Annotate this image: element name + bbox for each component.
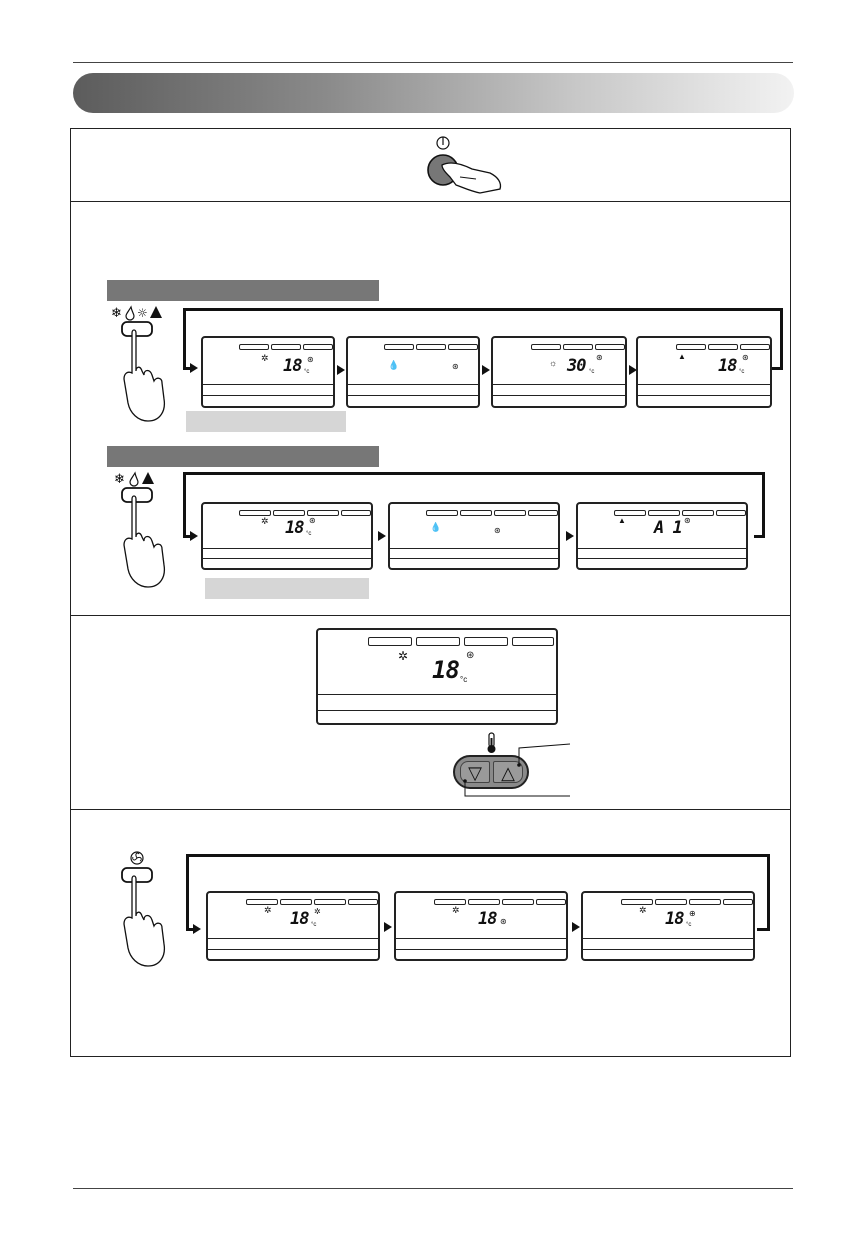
loop-left-cap-1 [183,367,191,370]
loop-right-cap-3 [757,928,770,931]
loop-arrow-2 [190,531,198,541]
fan-button-illustration [108,850,168,970]
mode-button-illustration-2: ❄ [108,469,168,591]
loop-right-1 [780,308,783,370]
lcd-temp: A 1 [654,518,683,538]
lcd-panel-temperature: ✲ 18 °c ⊛ [316,628,558,725]
thermometer-icon [486,732,498,754]
loop-left-cap-2 [183,535,191,538]
fan-speed-button-icon [121,851,166,967]
loop-arrow-3 [193,924,201,934]
row1-arrow-3 [629,365,637,375]
row2-arrow-2 [566,531,574,541]
lcd-panel-fan-high: ✲ 18 °c ⊕ [581,891,755,961]
temp-callout-lines [463,743,571,797]
lcd-temp: 18 [290,909,310,929]
lcd-temp: 18 [718,356,738,376]
lcd-panel-dry: 💧 ⊛ [346,336,480,408]
model-label-bar-1 [107,280,379,301]
lcd-panel-cool-2: ✲ 18 °c ⊛ [201,502,373,570]
loop-right-cap-1 [772,367,783,370]
svg-text:❄: ❄ [114,472,125,487]
label-bar-1 [186,411,346,432]
model-label-bar-2 [107,446,379,467]
divider-1 [71,201,790,202]
loop-right-2 [762,472,765,538]
loop-left-2 [183,472,186,538]
svg-text:❄: ❄ [111,306,122,321]
temp-down-button[interactable]: ▽ [460,761,490,783]
loop-right-cap-2 [754,535,765,538]
lcd-panel-dry-2: 💧 ⊛ [388,502,560,570]
temperature-rocker-button: ▽ △ [453,755,529,789]
lcd-temp: 18 [478,909,498,929]
divider-2 [71,615,790,616]
lcd-temp: 18 [665,909,685,929]
instruction-frame [70,128,791,1057]
row2-arrow-1 [378,531,386,541]
lcd-panel-auto-2: ▲ A 1 ⊛ [576,502,748,570]
loop-top-2 [183,472,765,475]
power-button-illustration [420,133,510,194]
loop-left-cap-3 [186,928,194,931]
lcd-panel-auto: ▲ 18 °c ⊛ [636,336,772,408]
lcd-panel-heat: ☼ 30 °c ⊛ [491,336,627,408]
lcd-panel-fan-med: ✲ 18 ⊛ [394,891,568,961]
row1-arrow-1 [337,365,345,375]
mode-button-illustration-1: ❄ ☼ [108,303,168,425]
power-button-icon [427,136,502,194]
row1-arrow-2 [482,365,490,375]
lcd-panel-cool-1: ✲ 18 °c ⊛ [201,336,335,408]
mode-button-icon: ❄ ☼ [111,305,166,422]
loop-left-3 [186,854,189,931]
lcd-temp: 18 [283,356,303,376]
loop-top-3 [186,854,770,857]
lcd-temp: 18 [432,656,460,684]
svg-text:☼: ☼ [137,306,148,320]
mode-button-icon: ❄ [114,471,166,588]
row3-arrow-2 [572,922,580,932]
loop-arrow-1 [190,363,198,373]
temp-up-button[interactable]: △ [493,761,523,783]
section-title-banner [73,73,794,113]
label-bar-2 [205,578,369,599]
lcd-temp: 18 [285,518,305,538]
top-rule [73,62,793,63]
lcd-temp: 30 [567,356,587,376]
lcd-panel-fan-low: ✲ 18 °c ✲ [206,891,380,961]
loop-top-1 [183,308,783,311]
loop-left-1 [183,308,186,370]
loop-right-3 [767,854,770,931]
divider-3 [71,809,790,810]
bottom-rule [73,1188,793,1189]
row3-arrow-1 [384,922,392,932]
